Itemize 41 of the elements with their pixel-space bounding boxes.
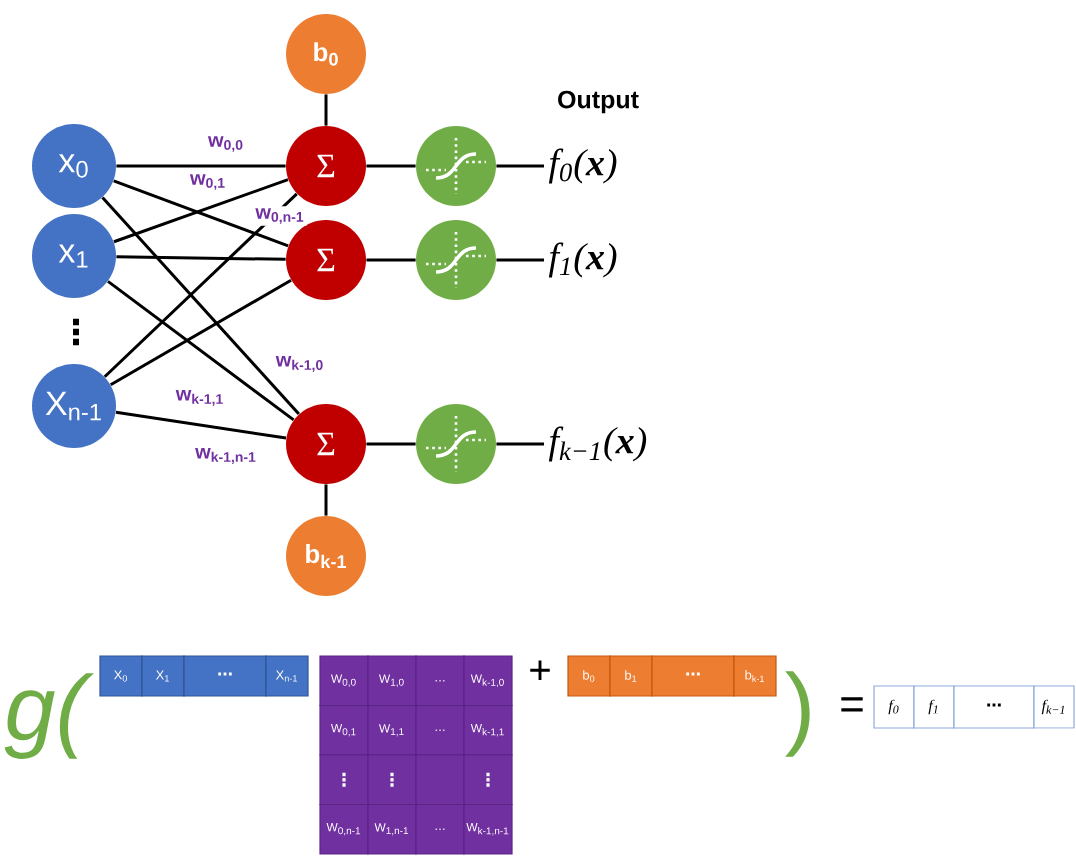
output-formula: f$_{k−1}$(x) xyxy=(548,426,647,462)
equals-sign: = xyxy=(841,697,863,712)
connection-line xyxy=(103,192,298,378)
matrix-cell: ⋮ xyxy=(463,754,513,806)
edge-label: w$_{k-1,0}$ xyxy=(273,354,327,374)
connection-line xyxy=(324,94,328,126)
vector-cell: ⋯ xyxy=(183,655,267,697)
vertical-ellipsis: ⋮ xyxy=(73,318,79,346)
connection-line xyxy=(366,258,416,262)
closing-parenthesis: ) xyxy=(785,671,810,757)
matrix-cell: ⋮ xyxy=(319,754,369,806)
connection-line xyxy=(115,410,287,440)
function-symbol: g( xyxy=(4,673,94,759)
vector-cell: f$_{k−1}$ xyxy=(1033,685,1075,729)
activation-circle xyxy=(416,404,496,484)
column-heading: Output xyxy=(558,90,639,114)
activation-circle xyxy=(416,126,496,206)
edge-label: w$_{k-1,n-1}$ xyxy=(193,446,259,466)
connection-line xyxy=(109,278,292,387)
vector-cell: ⋯ xyxy=(651,655,735,697)
output-formula: f$_{1}$(x) xyxy=(548,242,617,278)
edge-label: w$_{0,0}$ xyxy=(206,134,246,154)
edge-label: w$_{k-1,1}$ xyxy=(173,388,227,408)
connection-line xyxy=(366,164,416,168)
connection-line xyxy=(107,280,295,422)
connection-line xyxy=(116,164,286,168)
connection-line xyxy=(324,484,328,516)
matrix-cell: ⋮ xyxy=(367,754,417,806)
vector-cell: f$_{0}$ xyxy=(873,685,915,729)
connection-line xyxy=(101,196,300,416)
connection-line xyxy=(366,442,416,446)
connection-line xyxy=(496,258,544,262)
connection-line xyxy=(116,255,286,261)
vector-cell: f$_{1}$ xyxy=(913,685,955,729)
plus-sign: + xyxy=(530,660,550,681)
output-formula: f$_{0}$(x) xyxy=(548,148,617,184)
connection-line xyxy=(496,442,544,446)
connection-line xyxy=(496,164,544,168)
activation-circle xyxy=(416,220,496,300)
edge-label: w$_{0,n-1}$ xyxy=(253,206,307,226)
edge-label: w$_{0,1}$ xyxy=(188,172,228,192)
